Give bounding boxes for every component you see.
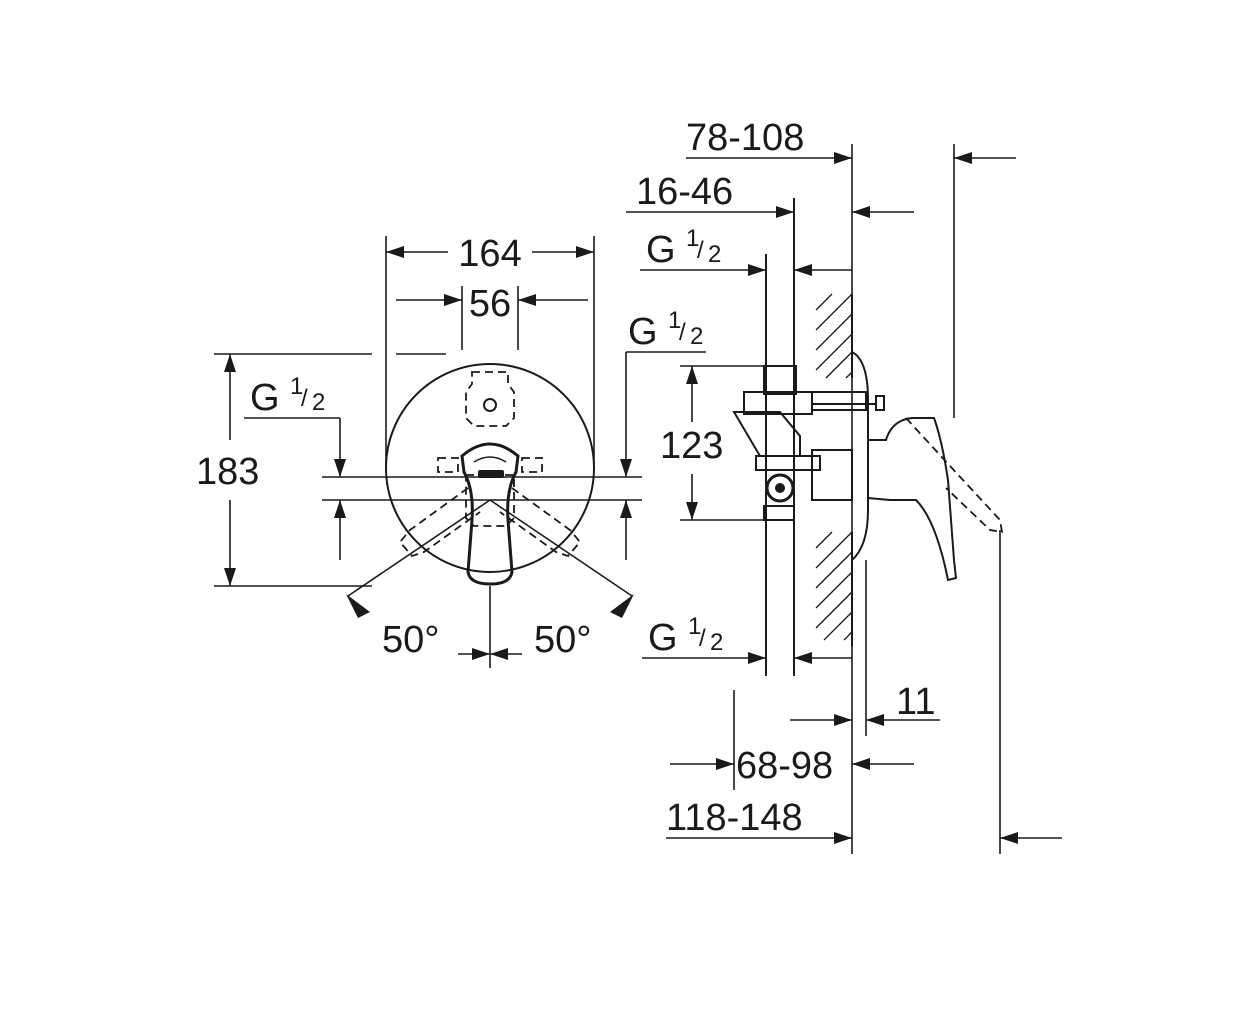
side-tab-left [437,457,459,473]
handle-logo [478,470,504,478]
dim-183-label: 183 [196,451,259,493]
dim-16-46: 16-46 [626,171,914,218]
connection-bottom-num: 1 [688,613,701,640]
side-handle [851,351,1004,582]
connection-top: G 1 / 2 [640,225,852,276]
dim-68-98-label: 68-98 [736,745,833,787]
connection-right-den: 2 [690,323,703,350]
connection-left-den: 2 [312,389,325,416]
wall [815,293,853,646]
connection-right: G 1 / 2 [620,307,706,560]
dim-164: 164 [385,233,595,470]
handle [460,442,520,586]
connection-bottom: G 1 / 2 [642,613,852,664]
connection-right-slash: / [679,319,686,346]
connection-top-main: G [646,229,676,271]
dim-56-label: 56 [469,283,511,325]
side-tab-right [521,457,543,473]
cartridge-outline-top [465,371,515,427]
dim-16-46-label: 16-46 [636,171,733,213]
dim-68-98: 68-98 [670,745,914,787]
connection-top-den: 2 [708,241,721,268]
dim-118-148-label: 118-148 [666,797,803,839]
dim-123-label: 123 [660,425,723,467]
connection-left-slash: / [301,385,308,412]
dim-11-label: 11 [896,681,935,723]
angle-left-label: 50° [382,619,439,661]
connection-top-num: 1 [686,225,699,252]
dim-78-108-label: 78-108 [686,117,804,159]
angle-dims: 50° 50° [346,499,634,661]
dim-11: 11 [790,681,940,726]
cartridge-outline-bottom [465,474,515,527]
ghost-handle-right [499,487,582,558]
connection-left-main: G [250,377,280,419]
connection-right-num: 1 [668,307,681,334]
side-view: 78-108 16-46 G 1 / 2 [626,117,1062,854]
connection-left: G 1 / 2 [244,373,346,560]
dim-118-148: 118-148 [666,797,1062,844]
connection-bottom-main: G [648,617,678,659]
connection-right-main: G [628,311,658,353]
dim-164-label: 164 [458,233,521,275]
valve-body [732,365,885,521]
connection-top-slash: / [697,237,704,264]
connection-bottom-den: 2 [710,629,723,656]
dim-56: 56 [396,283,588,355]
cartridge-screw [483,398,497,412]
ghost-handle-left [398,487,481,558]
dim-78-108: 78-108 [686,117,1016,164]
trim-plate [385,363,595,573]
front-view: 164 56 183 G 1 / 2 [196,233,706,668]
connection-left-num: 1 [290,373,303,400]
angle-right-label: 50° [534,619,591,661]
dim-123: 123 [660,365,766,521]
valve-port [765,473,795,503]
handle-inner [473,456,507,463]
connection-bottom-slash: / [699,625,706,652]
dim-183: 183 [196,353,372,587]
